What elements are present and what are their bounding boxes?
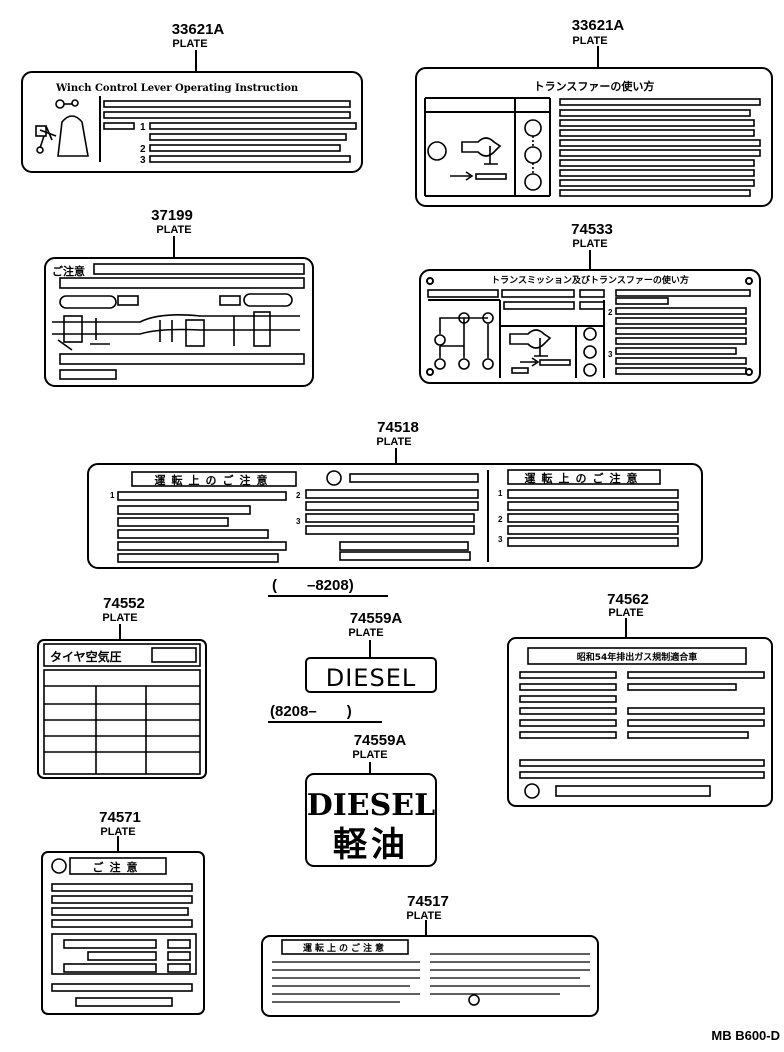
part-number-74571: 74571	[99, 809, 141, 826]
caution-right-2: 2	[498, 515, 503, 524]
plate-74552	[37, 624, 207, 779]
part-number-74517: 74517	[407, 893, 449, 910]
plate-74517	[261, 920, 599, 1017]
diagram-code: MB B600-D	[711, 1028, 780, 1043]
plate-74562	[507, 618, 773, 807]
part-number-74552: 74552	[103, 595, 145, 612]
winch-step-2: 2	[140, 144, 146, 155]
operating-caution-title: 運転上のご注意	[525, 471, 644, 485]
range-from: (8208– )	[270, 703, 352, 720]
diesel-label-top: DIESEL	[326, 664, 417, 692]
caution-74571-title: ご注意	[93, 860, 144, 874]
caution-mid-3: 3	[296, 517, 301, 526]
plate-label: PLATE	[608, 607, 643, 619]
part-number-74559a-bottom: 74559A	[354, 732, 407, 749]
transmission-step-2: 2	[608, 308, 613, 317]
part-number-74562: 74562	[607, 591, 649, 608]
plate-label: PLATE	[348, 627, 383, 639]
light-oil-label: 軽油	[333, 825, 409, 865]
caution-right-1: 1	[498, 489, 503, 498]
part-number-33621a-right: 33621A	[572, 17, 625, 34]
winch-step-3: 3	[140, 155, 146, 166]
caution-74517-title: 運転上のご注意	[303, 942, 387, 954]
part-number-74518: 74518	[377, 419, 419, 436]
part-number-74533: 74533	[571, 221, 613, 238]
part-number-74559a-top: 74559A	[350, 610, 403, 627]
emission-plate-title: 昭和54年排出ガス規制適合車	[577, 651, 698, 663]
caution-left-1: 1	[110, 491, 115, 500]
transfer-plate-title: トランスファーの使い方	[534, 79, 655, 93]
transmission-step-3: 3	[608, 350, 613, 359]
toyota-logo-icon	[524, 783, 540, 799]
plate-74559a-diesel-light-oil	[305, 762, 437, 867]
plate-label: PLATE	[352, 749, 387, 761]
plate-74559a-diesel	[305, 640, 437, 693]
range-until: ( –8208)	[272, 577, 354, 594]
plate-74571	[41, 836, 205, 1015]
transmission-plate-title: トランスミッション及びトランスファーの使い方	[491, 274, 689, 286]
toyota-logo-icon	[51, 858, 67, 874]
winch-plate-title: Winch Control Lever Operating Instructio…	[55, 83, 299, 94]
caution-mid-2: 2	[296, 491, 301, 500]
plate-37199	[44, 236, 314, 387]
caution-right-3: 3	[498, 535, 503, 544]
toyota-logo-icon	[468, 994, 480, 1006]
toyota-logo-icon	[326, 470, 342, 486]
plate-74533	[419, 250, 761, 384]
transfer-shift-icon	[427, 119, 542, 191]
diesel-label-bottom: DIESEL	[307, 788, 436, 823]
plate-label: PLATE	[572, 238, 607, 250]
plate-label: PLATE	[572, 35, 607, 47]
winch-lever-icon	[35, 99, 89, 157]
plate-label: PLATE	[102, 612, 137, 624]
plate-label: PLATE	[406, 910, 441, 922]
tire-pressure-title: タイヤ空気圧	[50, 649, 122, 664]
caution-37199-title: ご注意	[52, 264, 85, 278]
winch-step-1: 1	[140, 122, 146, 133]
transfer-lever-icon	[509, 327, 597, 377]
driving-caution-title: 運転上のご注意	[155, 473, 274, 487]
part-number-37199: 37199	[151, 207, 193, 224]
part-number-33621a-left: 33621A	[172, 21, 225, 38]
plate-label: PLATE	[156, 224, 191, 236]
drivetrain-icon	[52, 293, 300, 351]
plate-label: PLATE	[376, 436, 411, 448]
plate-33621a-winch	[21, 50, 363, 173]
tire-pressure-table	[43, 669, 201, 775]
plate-label: PLATE	[172, 38, 207, 50]
plate-33621a-transfer	[415, 46, 773, 207]
plate-74518	[87, 448, 703, 569]
gear-shift-pattern-icon	[434, 312, 494, 370]
plate-label: PLATE	[100, 826, 135, 838]
